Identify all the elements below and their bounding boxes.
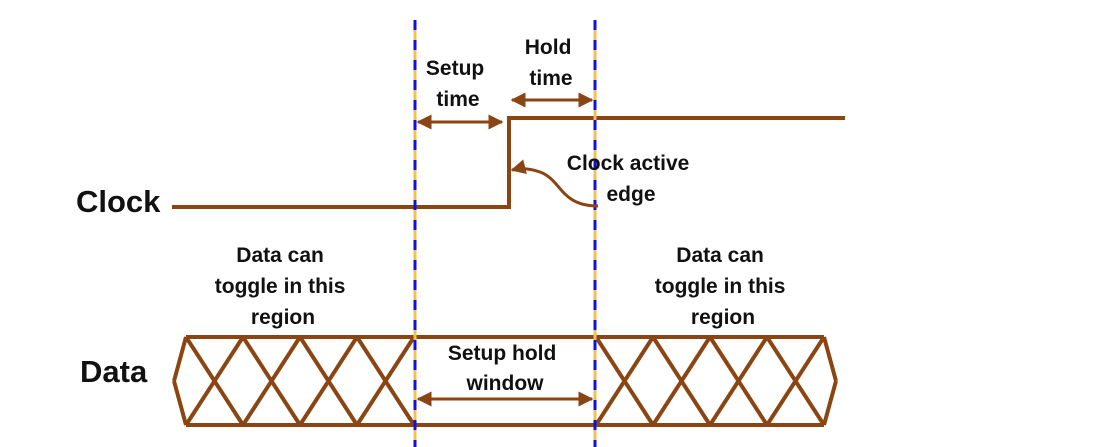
clock-edge-pointer [510,159,599,208]
setup-time-label-line: Setup [426,57,484,80]
data-transition-line [708,335,769,427]
toggle-right-label-line: Data can [676,244,764,267]
clock-active-edge-label: Clock active edge [567,152,695,206]
data-transition-line [822,336,838,382]
toggle-left-label-line: region [251,306,315,329]
data-transition-line [172,380,188,426]
toggle-region-left-label: Data can toggle in this region [215,244,352,329]
data-toggle-region-left [172,335,416,427]
toggle-right-label-line: toggle in this [655,275,786,298]
data-transition-line [765,335,826,427]
setup-hold-window-label-line: Setup hold [448,342,557,365]
data-label: Data [80,354,148,389]
toggle-right-label-line: region [691,306,755,329]
setup-time-label-line: time [436,88,479,111]
setup-hold-window-label: Setup hold window [448,342,562,395]
data-transition-line [172,336,188,382]
data-transition-line [241,335,302,427]
data-transition-line [822,380,838,426]
toggle-region-right-label: Data can toggle in this region [655,244,792,329]
setup-time-label: Setup time [426,57,490,111]
setup-hold-window-label-line: window [466,372,545,395]
toggle-left-label-line: toggle in this [215,275,346,298]
data-transition-line [184,335,245,427]
clock-active-edge-label-line: edge [606,183,655,206]
data-transition-line [651,335,712,427]
clock-active-edge-label-line: Clock active [567,152,690,175]
data-toggle-region-right [594,335,838,427]
data-transition-line [298,335,359,427]
data-transition-line [355,335,416,427]
hold-time-label-line: Hold [525,36,572,59]
clock-waveform [172,116,845,209]
hold-time-label: Hold time [525,36,578,90]
hold-time-label-line: time [529,67,572,90]
clock-label: Clock [76,184,161,219]
toggle-left-label-line: Data can [236,244,324,267]
data-transition-line [594,335,655,427]
